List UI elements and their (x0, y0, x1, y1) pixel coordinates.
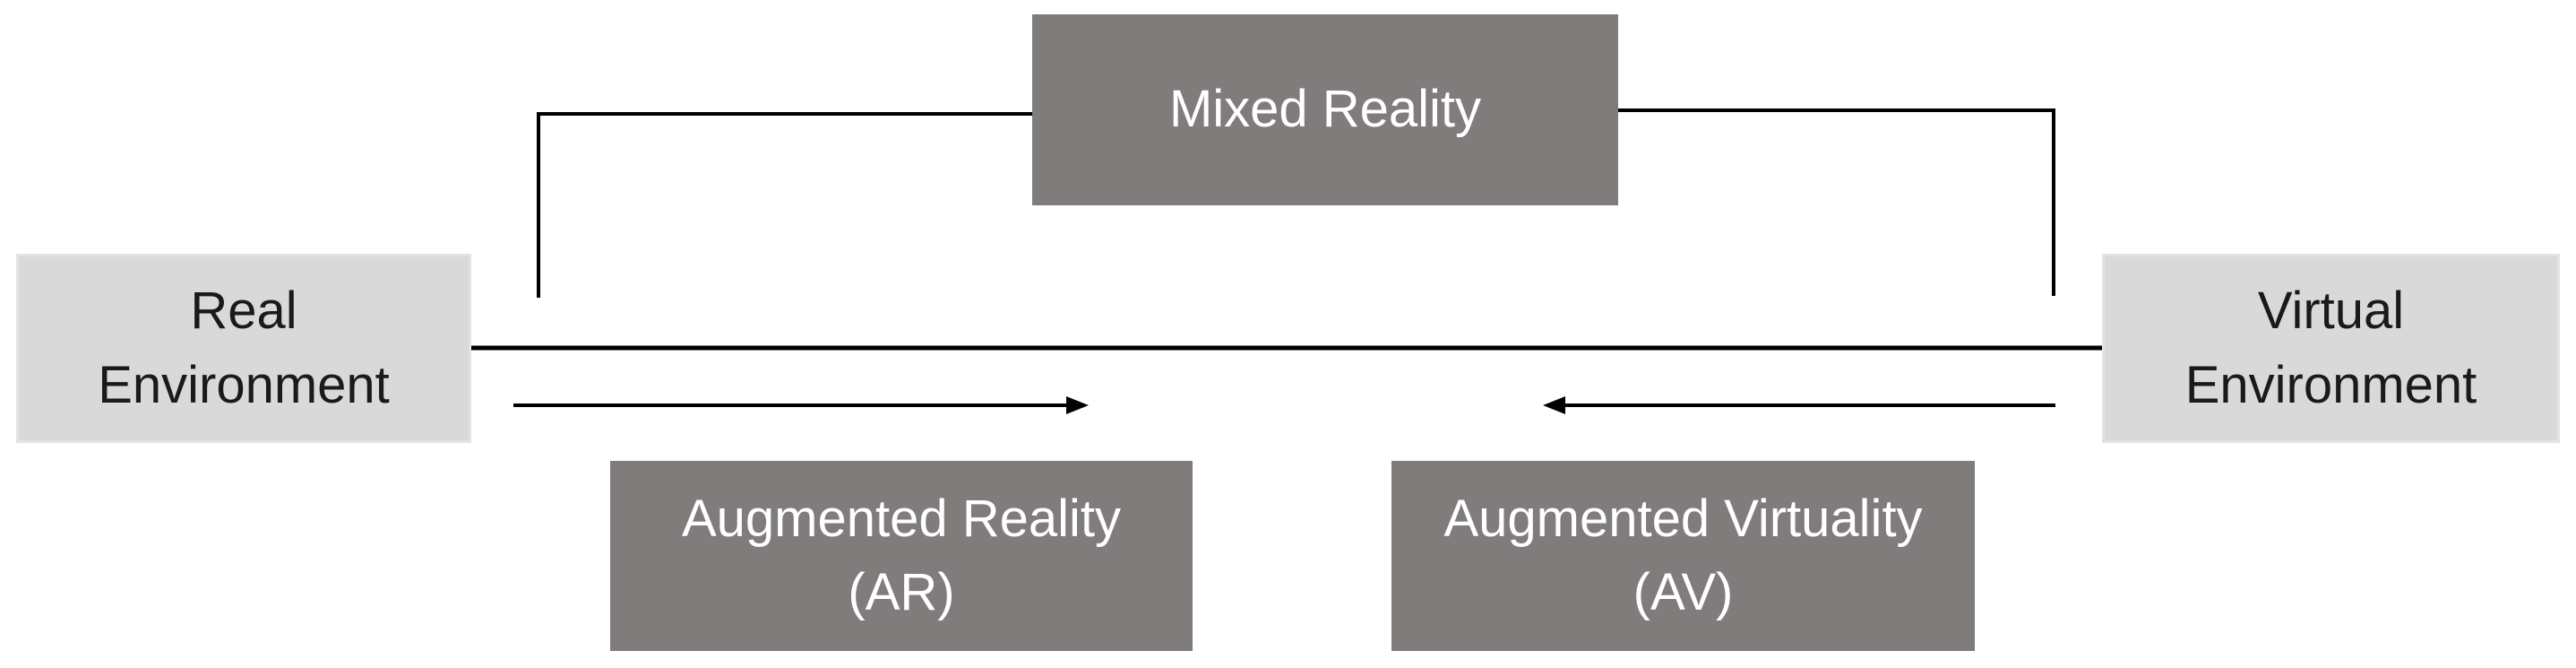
augmented-reality-line2: (AR) (848, 563, 955, 621)
real-environment-line2: Environment (98, 355, 390, 414)
av-arrowhead (1543, 396, 1565, 414)
augmented-virtuality-line2: (AV) (1633, 563, 1734, 621)
virtual-environment-line1: Virtual (2257, 282, 2405, 341)
mixed-reality-bracket (537, 112, 1032, 298)
real-environment-box: Real Environment (16, 254, 471, 443)
real-environment-line1: Real (190, 282, 297, 341)
mixed-reality-label: Mixed Reality (1168, 80, 1482, 139)
mixed-reality-box: Mixed Reality (1032, 14, 1618, 205)
augmented-virtuality-box: Augmented Virtuality (AV) (1391, 461, 1975, 651)
ar-arrowhead (1066, 396, 1089, 414)
augmented-reality-box: Augmented Reality (AR) (610, 461, 1193, 651)
virtual-environment-line2: Environment (2184, 355, 2477, 414)
augmented-reality-line1: Augmented Reality (681, 489, 1122, 548)
mixed-reality-bracket (1618, 108, 2055, 296)
virtual-environment-box: Virtual Environment (2102, 254, 2560, 443)
augmented-virtuality-line1: Augmented Virtuality (1443, 489, 1923, 548)
